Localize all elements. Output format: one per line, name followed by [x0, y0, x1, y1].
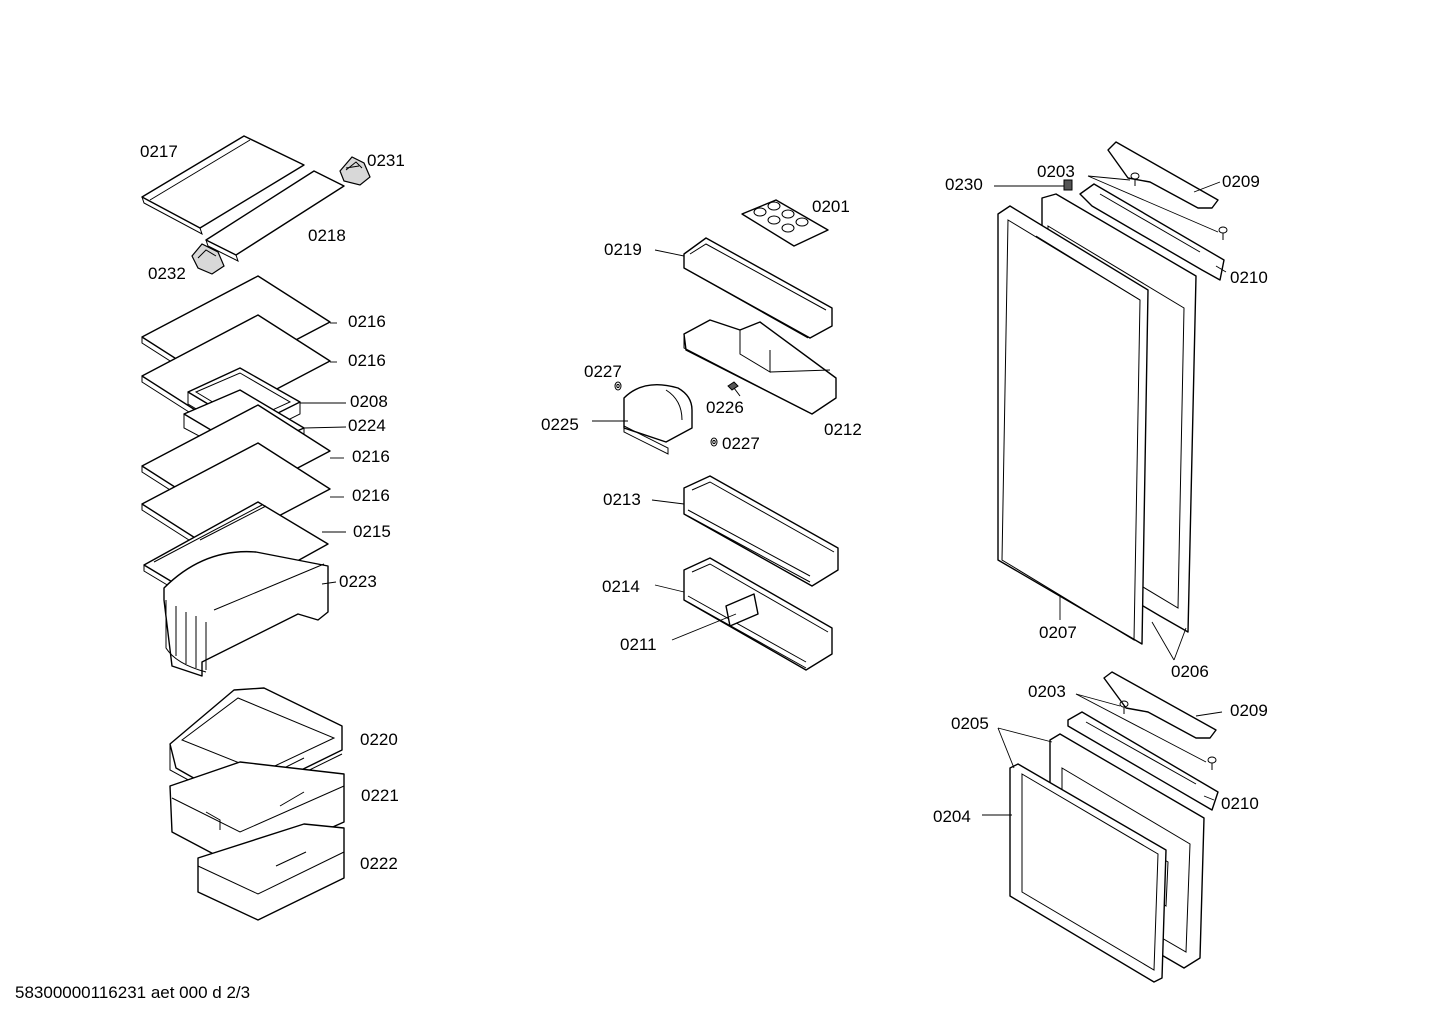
part-0204-freezer-gasket — [1009, 763, 1167, 983]
label-0226: 0226 — [706, 398, 744, 417]
label-0215: 0215 — [353, 522, 391, 541]
label-0213: 0213 — [603, 490, 641, 509]
label-0227-1: 0227 — [584, 362, 622, 381]
part-0203-screw-top-2 — [1218, 226, 1228, 240]
part-0232-clip — [191, 243, 225, 275]
part-0231-clip — [339, 156, 371, 186]
label-0221: 0221 — [361, 786, 399, 805]
part-0218-shelf — [205, 170, 345, 262]
label-0209-2: 0209 — [1230, 701, 1268, 720]
label-0224: 0224 — [348, 416, 386, 435]
right-leader-lines — [982, 175, 1227, 816]
label-0217: 0217 — [140, 142, 178, 161]
label-0210-1: 0210 — [1230, 268, 1268, 287]
label-0204: 0204 — [933, 807, 971, 826]
part-0230-stop — [1063, 179, 1073, 191]
label-0201: 0201 — [812, 197, 850, 216]
part-0209-hinge-cover-bottom — [1103, 671, 1217, 739]
label-0207: 0207 — [1039, 623, 1077, 642]
label-0203-1: 0203 — [1037, 162, 1075, 181]
label-0209-1: 0209 — [1222, 172, 1260, 191]
label-0216-2: 0216 — [348, 351, 386, 370]
part-0217-shelf — [141, 135, 305, 236]
label-0210-2: 0210 — [1221, 794, 1259, 813]
right-column-parts — [982, 141, 1228, 983]
part-0225-cover-flap — [623, 384, 693, 455]
label-0208: 0208 — [350, 392, 388, 411]
part-0212-holder — [683, 319, 837, 415]
label-0216-1: 0216 — [348, 312, 386, 331]
label-0219: 0219 — [604, 240, 642, 259]
part-0201-egg-tray — [741, 199, 829, 247]
part-0227-nut-1 — [614, 381, 622, 391]
left-leader-lines — [300, 165, 360, 585]
part-0213-door-bin — [683, 475, 839, 587]
part-labels: 0217 0231 0218 0232 0216 0216 0208 0224 … — [140, 142, 1268, 873]
label-0222: 0222 — [360, 854, 398, 873]
part-0203-screw-bottom-2 — [1207, 756, 1217, 770]
label-0214: 0214 — [602, 577, 640, 596]
part-0227-nut-2 — [710, 437, 718, 447]
label-0206: 0206 — [1171, 662, 1209, 681]
label-0203-2: 0203 — [1028, 682, 1066, 701]
label-0216-3: 0216 — [352, 447, 390, 466]
part-0207-gasket — [997, 205, 1149, 645]
footer-code: 58300000116231 aet 000 d 2/3 — [15, 983, 250, 1002]
middle-column-parts — [592, 199, 839, 671]
part-0219-door-shelf — [683, 237, 833, 339]
left-column-parts — [141, 135, 371, 921]
part-0226-screw — [727, 381, 741, 397]
part-0209-hinge-cover-top — [1107, 141, 1219, 209]
middle-leader-lines — [592, 249, 737, 641]
label-0220: 0220 — [360, 730, 398, 749]
label-0216-4: 0216 — [352, 486, 390, 505]
part-0210-hinge-plate-top — [1079, 183, 1225, 281]
part-0222-drawer — [197, 823, 345, 921]
part-0203-screw-bottom-1 — [1119, 700, 1129, 714]
label-0230: 0230 — [945, 175, 983, 194]
label-0212: 0212 — [824, 420, 862, 439]
part-0223-crisper-bin — [163, 550, 329, 677]
label-0231: 0231 — [367, 151, 405, 170]
label-0225: 0225 — [541, 415, 579, 434]
part-0221-drawer — [169, 761, 345, 869]
label-0218: 0218 — [308, 226, 346, 245]
label-0211: 0211 — [620, 635, 657, 654]
part-0203-screw-top-1 — [1130, 172, 1140, 186]
label-0227-2: 0227 — [722, 434, 760, 453]
label-0223: 0223 — [339, 572, 377, 591]
label-0205: 0205 — [951, 714, 989, 733]
part-0211-divider — [725, 593, 759, 627]
part-0210-hinge-plate-bottom — [1067, 711, 1219, 811]
label-0232: 0232 — [148, 264, 186, 283]
